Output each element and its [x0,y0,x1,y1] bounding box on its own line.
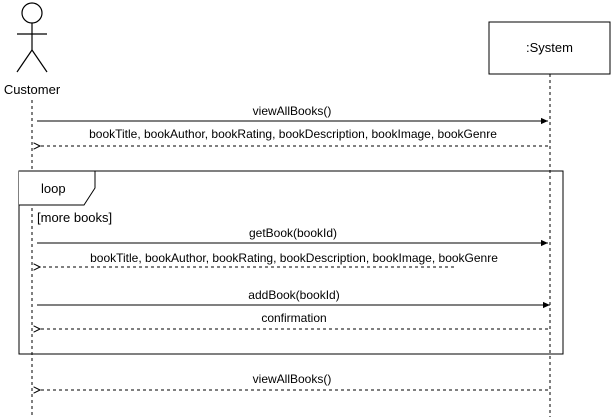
loop-operator-tab [19,170,96,206]
message-label: addBook(bookId) [248,288,339,302]
actor-label: Customer [4,82,61,97]
loop-guard-label: [more books] [37,210,112,225]
message-label: confirmation [261,311,326,325]
message-label: viewAllBooks() [253,104,332,118]
message-confirmation: confirmation [40,311,548,329]
system-label: :System [526,40,573,55]
message-label: getBook(bookId) [249,226,337,240]
message-label: bookTitle, bookAuthor, bookRating, bookD… [90,251,498,265]
loop-operator-label: loop [41,181,66,196]
message-get-book: getBook(bookId) [37,226,548,247]
message-add-book: addBook(bookId) [37,288,550,309]
message-return-book: bookTitle, bookAuthor, bookRating, bookD… [40,251,498,267]
message-label: bookTitle, bookAuthor, bookRating, bookD… [89,127,497,141]
actor-stick-figure-icon [16,2,48,73]
loop-frame-border [18,170,564,355]
message-view-all-books-return: viewAllBooks() [40,372,548,390]
message-return-book-list: bookTitle, bookAuthor, bookRating, bookD… [40,127,548,146]
message-label: viewAllBooks() [253,372,332,386]
system-participant: :System [488,21,611,75]
system-box [488,21,611,75]
customer-actor: Customer [4,2,61,97]
message-view-all-books: viewAllBooks() [37,104,548,125]
loop-frame: loop [more books] [18,170,564,355]
